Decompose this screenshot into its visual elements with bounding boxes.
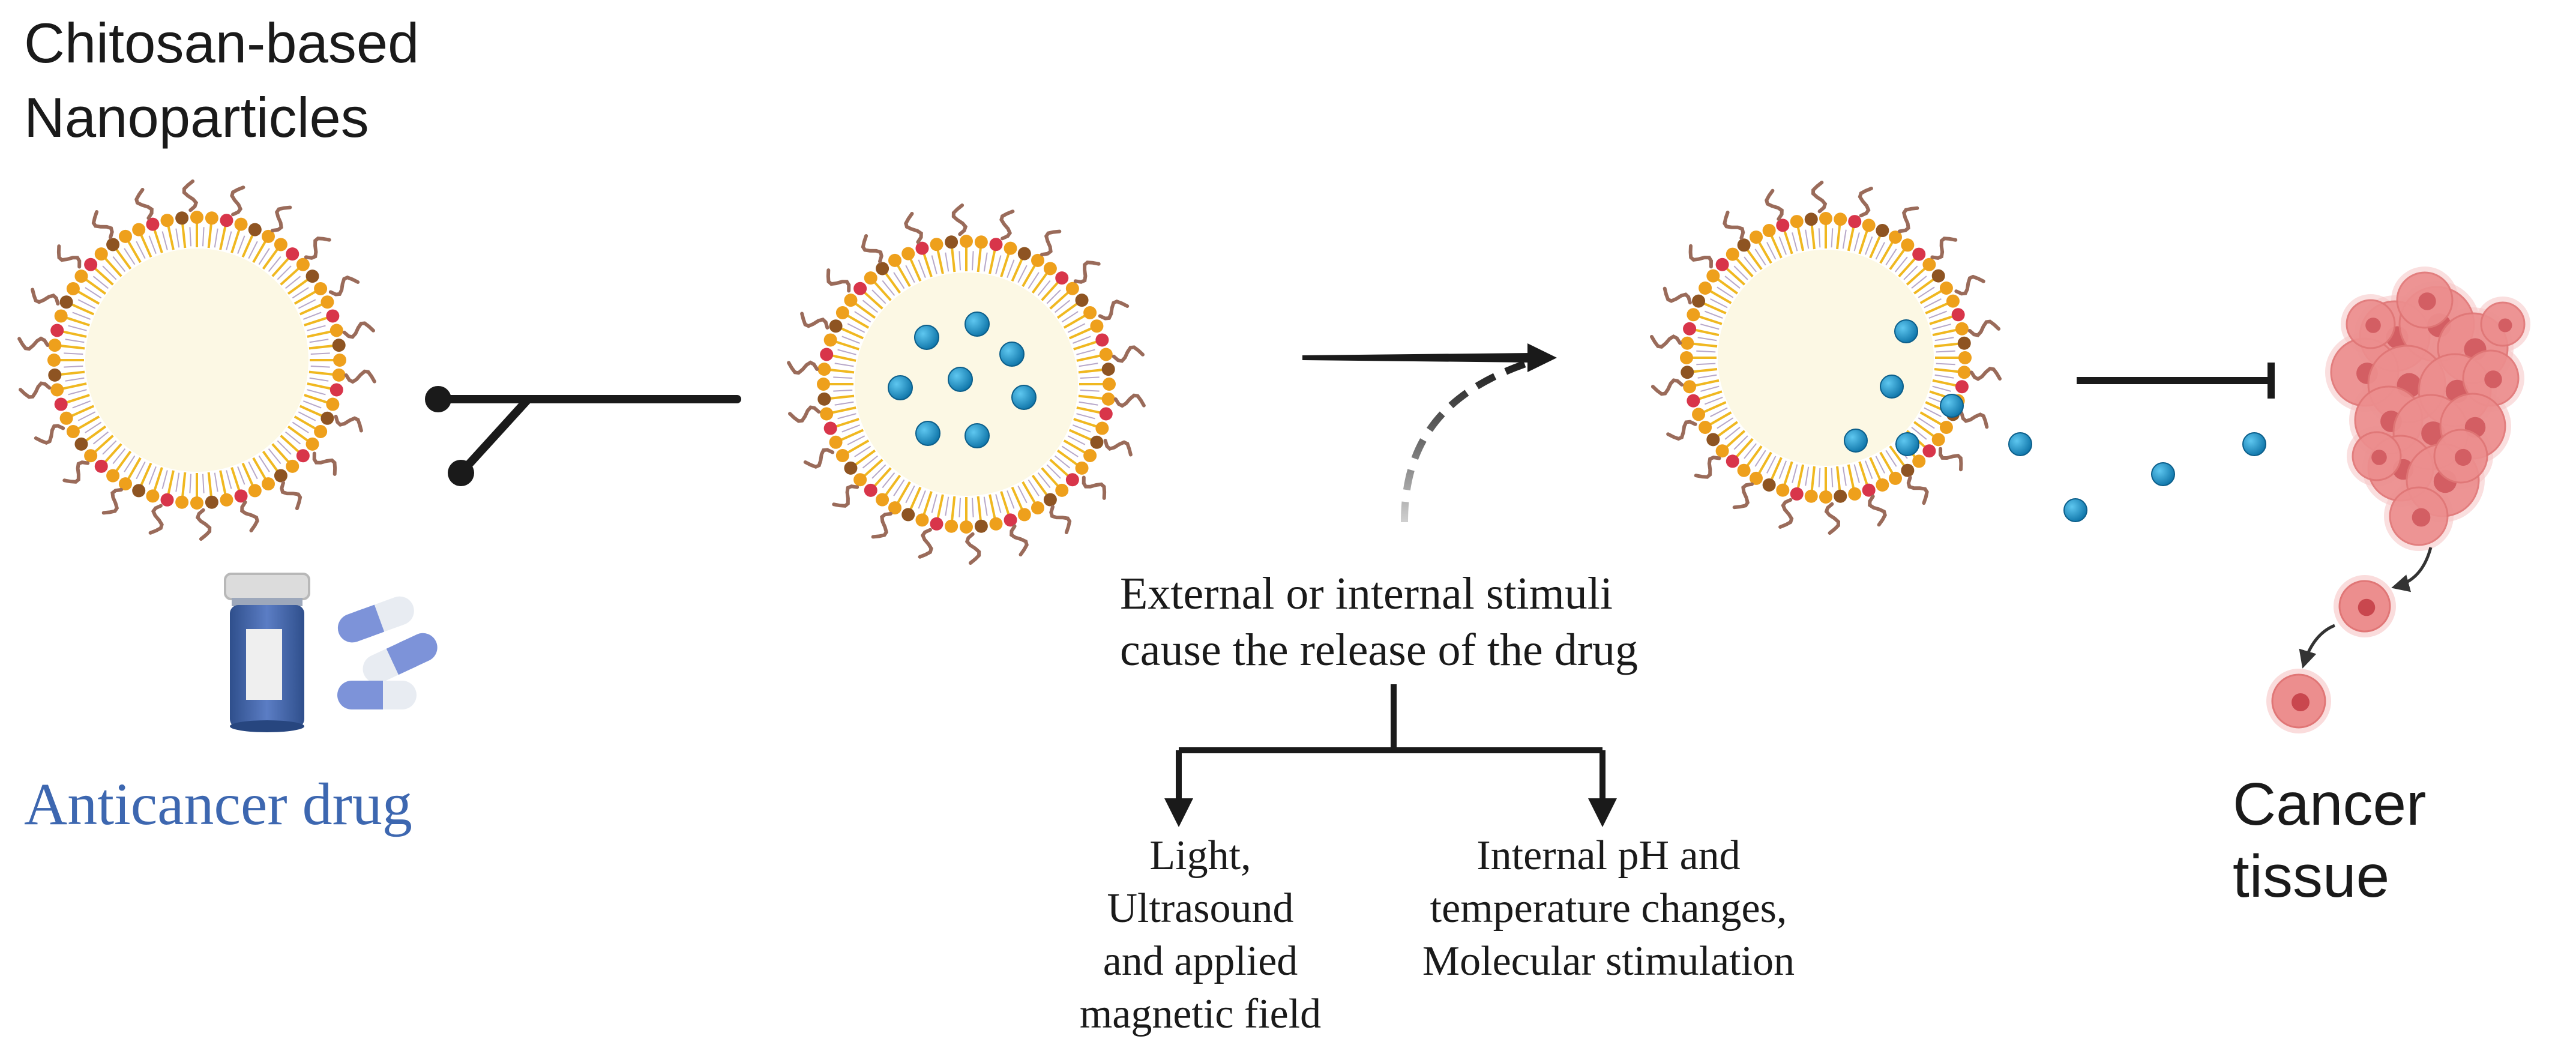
release-arrowhead <box>1527 343 1557 372</box>
metastasis-arrow-1 <box>2391 547 2433 592</box>
loaded-nanoparticle-icon <box>787 203 1146 565</box>
inhibition-symbol <box>2077 363 2275 399</box>
released-drug-dots <box>2008 432 2266 522</box>
cancer-tissue-label: Cancer tissue <box>2233 771 2427 910</box>
stimulus-dashed-arrow <box>1401 357 1538 523</box>
release-arrow-taper <box>1302 353 1530 363</box>
empty-nanoparticle-icon <box>17 179 376 541</box>
releasing-nanoparticle-icon <box>1650 181 2002 535</box>
branch-arrowhead-right <box>1588 798 1617 827</box>
branch-arrowhead-left <box>1164 798 1193 827</box>
stimuli-description: External or internal stimuli cause the r… <box>1120 568 1639 675</box>
pill-bottle-icon <box>224 573 310 732</box>
drug-loading-connector <box>425 386 741 486</box>
internal-stimuli-option: Internal pH and temperature changes, Mol… <box>1422 833 1795 984</box>
anticancer-drug-label: Anticancer drug <box>24 771 412 837</box>
external-stimuli-option: Light, Ultrasound and applied magnetic f… <box>1079 833 1322 1037</box>
cancer-cells-icon <box>2266 267 2530 733</box>
nanoparticles-title: Chitosan-based Nanoparticles <box>24 11 420 149</box>
capsules-icon <box>337 596 438 709</box>
stimulus-branch-arrows <box>1176 684 1605 804</box>
metastasis-arrow-2 <box>2299 624 2335 669</box>
